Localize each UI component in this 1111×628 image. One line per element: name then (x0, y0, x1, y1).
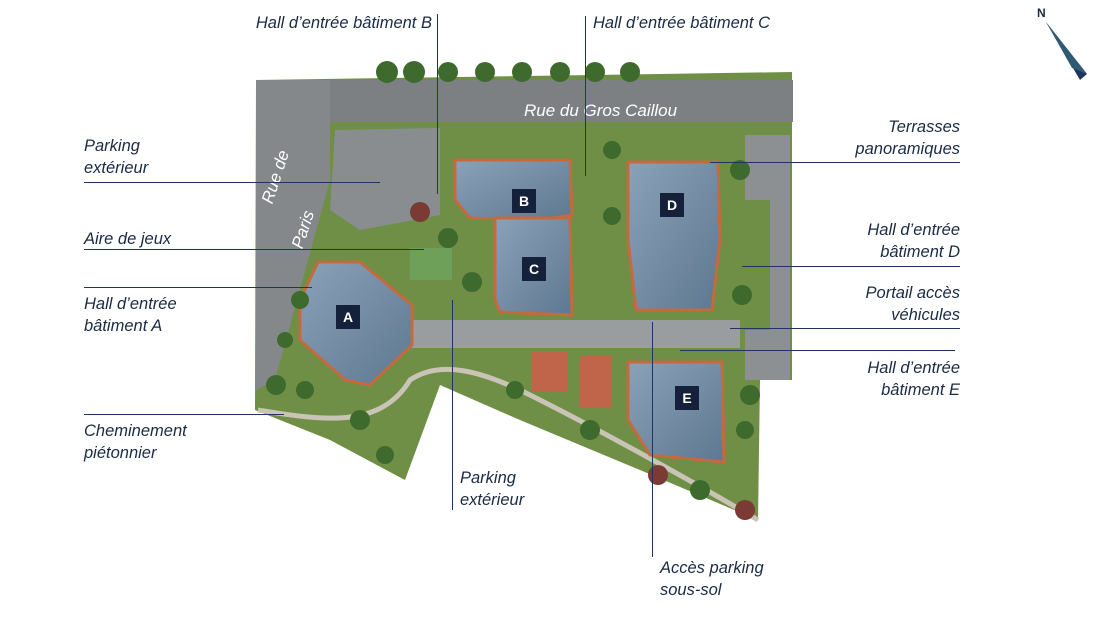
label-hall-a: Hall d’entrée bâtiment A (84, 293, 177, 337)
house-roof-1 (532, 352, 568, 392)
label-cheminement-line1: Cheminement (84, 422, 187, 440)
label-parking-ext-2-line1: Parking (460, 469, 516, 487)
leader-line-hall-a (84, 287, 312, 288)
leader-line-hall-b (437, 14, 438, 194)
building-d-roof (626, 160, 722, 312)
parking-area-nw (330, 128, 440, 230)
label-terrasses-line2: panoramiques (855, 140, 960, 158)
street-gros-caillou (256, 80, 793, 122)
leader-line-hall-c (585, 16, 586, 176)
label-aire-jeux: Aire de jeux (84, 230, 172, 248)
label-hall-e: Hall d’entrée bâtiment E (800, 357, 960, 401)
label-parking-ext-2: Parking extérieur (460, 467, 524, 511)
compass-north-label: N (1037, 6, 1046, 20)
label-portail-line2: véhicules (891, 306, 960, 324)
label-hall-c: Hall d’entrée bâtiment C (593, 14, 771, 32)
street-rue-de-paris (256, 80, 330, 390)
leader-line-hall-d (742, 266, 960, 267)
label-terrasses-line1: Terrasses (888, 118, 960, 136)
label-terrasses: Terrasses panoramiques (800, 116, 960, 160)
house-roof-2 (580, 356, 612, 408)
leader-line-hall-e (680, 350, 955, 351)
building-c-badge: C (522, 257, 546, 281)
label-hall-a-line1: Hall d’entrée (84, 295, 177, 313)
label-hall-d-line2: bâtiment D (880, 243, 960, 261)
leader-line-aire-jeux (84, 249, 424, 250)
label-portail: Portail accès véhicules (800, 282, 960, 326)
leader-line-acces-parking (652, 322, 653, 557)
street-label-gros-caillou: Rue du Gros Caillou (524, 101, 678, 120)
building-b-badge: B (512, 189, 536, 213)
label-parking-ext-1: Parking extérieur (84, 135, 148, 179)
label-hall-b: Hall d’entrée bâtiment B (255, 14, 432, 32)
label-hall-e-line2: bâtiment E (881, 381, 960, 399)
label-acces-parking-line1: Accès parking (660, 559, 764, 577)
leader-line-cheminement (84, 414, 284, 415)
label-hall-e-line1: Hall d’entrée (867, 359, 960, 377)
label-acces-parking: Accès parking sous-sol (660, 557, 764, 601)
inner-road (410, 320, 740, 348)
label-hall-d-line1: Hall d’entrée (867, 221, 960, 239)
trees (266, 61, 760, 520)
label-portail-line1: Portail accès (865, 284, 960, 302)
building-e-badge: E (675, 386, 699, 410)
label-hall-d: Hall d’entrée bâtiment D (800, 219, 960, 263)
leader-line-parking-1 (84, 182, 380, 183)
label-hall-a-line2: bâtiment A (84, 317, 163, 335)
label-parking-ext-1-line2: extérieur (84, 159, 149, 177)
building-d-badge: D (660, 193, 684, 217)
label-cheminement: Cheminement piétonnier (84, 420, 187, 464)
label-acces-parking-line2: sous-sol (660, 581, 722, 599)
building-a-badge: A (336, 305, 360, 329)
label-cheminement-line2: piétonnier (84, 444, 157, 462)
east-road (745, 135, 790, 380)
leader-line-parking-2 (452, 300, 453, 510)
leader-line-terrasses (710, 162, 960, 163)
playground (410, 248, 452, 280)
label-parking-ext-2-line2: extérieur (460, 491, 525, 509)
label-parking-ext-1-line1: Parking (84, 137, 140, 155)
pedestrian-path-line (257, 366, 760, 523)
leader-line-portail (730, 328, 960, 329)
